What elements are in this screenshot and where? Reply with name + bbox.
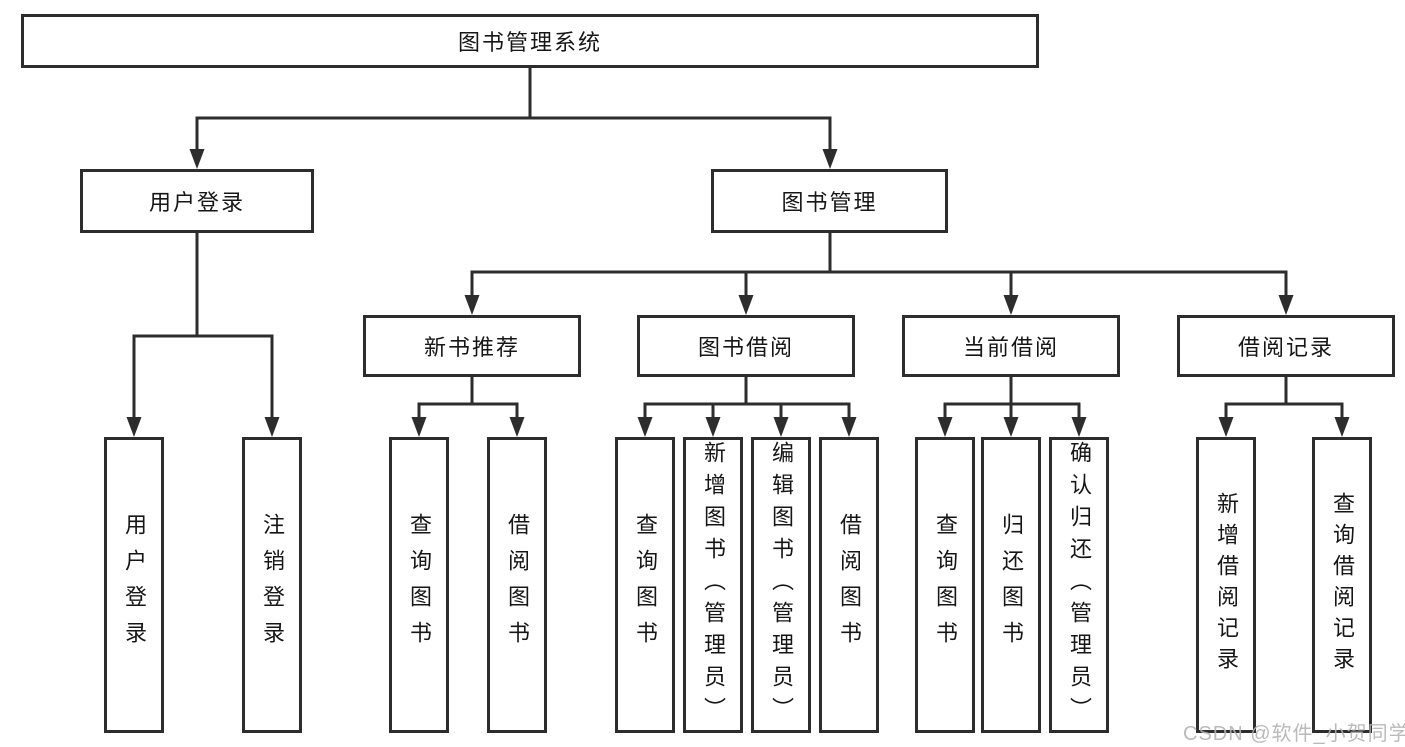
leaf-edit-books-admin: 编辑图书（管理员） bbox=[751, 437, 811, 733]
leaf-query-borrow-record: 查询借阅记录 bbox=[1312, 437, 1372, 733]
leaf-confirm-return-admin: 确认归还（管理员） bbox=[1049, 437, 1109, 733]
leaf-query-books-3: 查询图书 bbox=[915, 437, 975, 733]
leaf-user-login: 用户登录 bbox=[104, 437, 164, 733]
leaf-borrow-books-2: 借阅图书 bbox=[819, 437, 879, 733]
watermark: CSDN @软件_小贺同学 bbox=[1183, 723, 1405, 745]
node-book-borrowing: 图书借阅 bbox=[637, 315, 855, 377]
node-user-login: 用户登录 bbox=[80, 169, 314, 233]
node-new-book-recommend: 新书推荐 bbox=[363, 315, 581, 377]
leaf-query-books-1: 查询图书 bbox=[389, 437, 449, 733]
node-current-borrowing: 当前借阅 bbox=[902, 315, 1120, 377]
node-library-management-system: 图书管理系统 bbox=[21, 14, 1039, 68]
leaf-query-books-2: 查询图书 bbox=[615, 437, 675, 733]
node-borrowing-records: 借阅记录 bbox=[1177, 315, 1395, 377]
leaf-return-books: 归还图书 bbox=[981, 437, 1041, 733]
leaf-add-books-admin: 新增图书（管理员） bbox=[683, 437, 743, 733]
leaf-add-borrow-record: 新增借阅记录 bbox=[1196, 437, 1256, 733]
node-book-management: 图书管理 bbox=[711, 169, 948, 233]
leaf-logout: 注销登录 bbox=[242, 437, 302, 733]
leaf-borrow-books-1: 借阅图书 bbox=[487, 437, 547, 733]
